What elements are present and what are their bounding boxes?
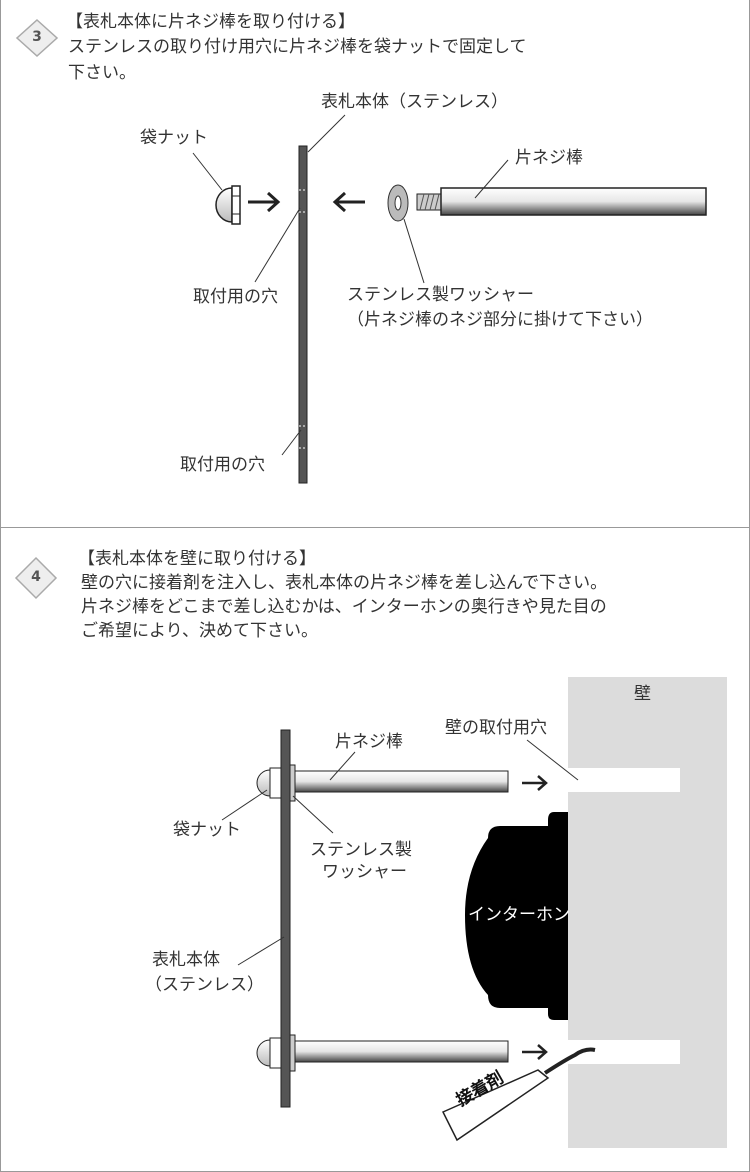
intercom — [465, 812, 568, 1020]
threaded-rod — [440, 187, 707, 216]
washer — [387, 184, 409, 222]
rod-assembly-bottom — [256, 1034, 509, 1072]
label-plate: 表札本体（ステンレス） — [321, 92, 508, 112]
label-washer-note: （片ネジ棒のネジ部分に掛けて下さい） — [347, 310, 653, 330]
plate-holes — [299, 189, 307, 449]
step-4-number: 4 — [31, 569, 41, 585]
label-wall: 壁 — [634, 684, 651, 704]
leader-lines — [221, 739, 579, 966]
step-4-line-1: 壁の穴に接着剤を注入し、表札本体の片ネジ棒を差し込んで下さい。 — [81, 573, 608, 593]
plate — [280, 729, 291, 1108]
label-threaded-rod: 片ネジ棒 — [515, 148, 583, 168]
wall-hole-bottom — [568, 1040, 680, 1064]
adhesive-tube — [441, 1047, 596, 1142]
label-washer-2: ワッシャー — [322, 862, 407, 882]
arrow-left-icon — [332, 191, 365, 213]
label-cap-nut: 袋ナット — [140, 128, 208, 148]
label-threaded-rod: 片ネジ棒 — [335, 732, 403, 752]
label-washer: ステンレス製ワッシャー — [347, 285, 534, 305]
label-hole-top: 取付用の穴 — [193, 287, 278, 307]
label-intercom: インターホン — [468, 905, 570, 925]
step-4-line-2: 片ネジ棒をどこまで差し込むかは、インターホンの奥行きや見た目の — [81, 597, 607, 617]
step-3-title: 【表札本体に片ネジ棒を取り付ける】 — [66, 12, 355, 32]
label-cap-nut: 袋ナット — [173, 820, 241, 840]
leader-lines — [192, 114, 509, 456]
rod-assembly-top — [256, 764, 509, 802]
plate — [298, 145, 308, 484]
step4-diagram — [221, 677, 727, 1148]
step3-diagram — [192, 114, 707, 484]
cap-nut — [215, 185, 241, 225]
label-washer-1: ステンレス製 — [310, 840, 412, 860]
label-plate-2: （ステンレス） — [145, 975, 264, 995]
step-3-line-2: 下さい。 — [68, 63, 136, 83]
label-wall-hole: 壁の取付用穴 — [445, 718, 547, 738]
wall — [568, 677, 727, 1148]
arrow-right-icon — [248, 191, 281, 213]
wall-hole-top — [568, 768, 680, 792]
threaded-section — [416, 193, 442, 211]
step-4-line-3: ご希望により、決めて下さい。 — [81, 621, 318, 641]
label-plate-1: 表札本体 — [152, 950, 220, 970]
step-4-title: 【表札本体を壁に取り付ける】 — [78, 549, 316, 569]
step-4-badge — [14, 556, 58, 600]
step-3-line-1: ステンレスの取り付け用穴に片ネジ棒を袋ナットで固定して — [68, 37, 527, 57]
label-hole-bottom: 取付用の穴 — [180, 455, 265, 475]
arrow-right-icon — [522, 775, 548, 1060]
step-3-badge — [15, 18, 59, 58]
step-3-number: 3 — [32, 29, 42, 45]
